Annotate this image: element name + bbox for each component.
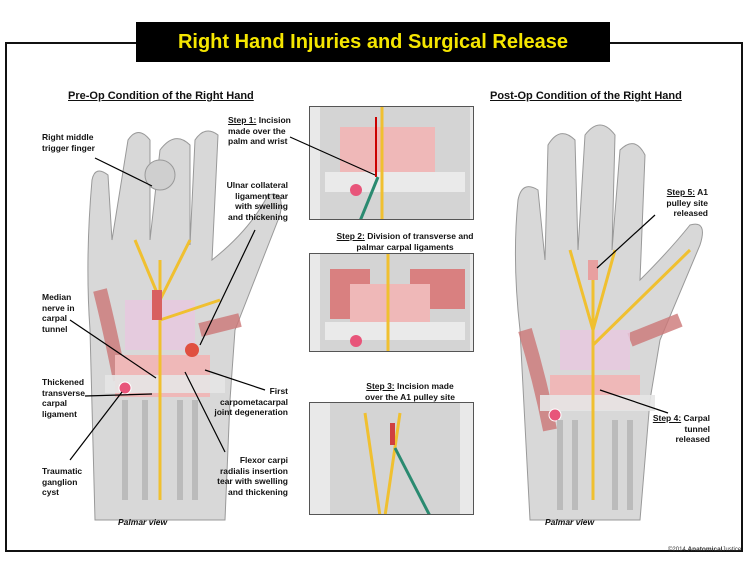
- step3-label: Step 3: Incision made over the A1 pulley…: [360, 381, 460, 402]
- label-fcr: Flexor carpi radialis insertion tear wit…: [217, 455, 288, 497]
- label-transverse-ligament: Thickened transverse carpal ligament: [42, 377, 86, 419]
- pre-op-view-label: Palmar view: [118, 517, 168, 527]
- pre-op-leader-lines: [69, 157, 266, 461]
- step5-text: A1 pulley site released: [666, 187, 708, 218]
- label-first-cmc: First carpometacarpal joint degeneration: [214, 386, 288, 417]
- step5-number: Step 5:: [666, 187, 696, 197]
- step1-label: Step 1: Incision made over the palm and …: [228, 115, 296, 147]
- post-op-view-label: Palmar view: [545, 517, 595, 527]
- label-trigger-finger: Right middle trigger finger: [42, 132, 95, 153]
- step2-inset: [309, 253, 474, 352]
- copyright-suffix: Justice: [722, 547, 742, 553]
- step2-number: Step 2:: [336, 231, 365, 241]
- post-op-heading: Post-Op Condition of the Right Hand: [490, 90, 682, 102]
- pre-op-hand-illustration: [87, 130, 282, 521]
- label-median-nerve: Median nerve in carpal tunnel: [42, 292, 75, 334]
- post-op-leader-lines: [596, 214, 669, 414]
- step2-text: Division of transverse and palmar carpal…: [356, 231, 474, 252]
- step1-inset: [309, 106, 474, 220]
- step3-number: Step 3:: [366, 381, 395, 391]
- step4-number: Step 4:: [652, 413, 682, 423]
- step4-text: Carpal tunnel released: [675, 413, 711, 444]
- step1-text: Incision made over the palm and wrist: [228, 115, 291, 146]
- label-ulnar-collateral: Ulnar collateral ligament tear with swel…: [226, 180, 288, 222]
- step3-text: Incision made over the A1 pulley site: [365, 381, 455, 402]
- copyright-year: ©2014: [668, 547, 686, 553]
- post-op-hand-illustration: [514, 124, 703, 521]
- step4-label: Step 4: Carpal tunnel released: [650, 413, 710, 445]
- copyright-brand: Anatomical: [687, 546, 723, 553]
- label-ganglion-cyst: Traumatic ganglion cyst: [42, 466, 83, 497]
- step3-inset: [309, 402, 474, 515]
- title-banner: Right Hand Injuries and Surgical Release: [136, 22, 610, 62]
- copyright: ©2014 AnatomicalJustice: [668, 546, 741, 553]
- pre-op-heading: Pre-Op Condition of the Right Hand: [68, 90, 254, 102]
- step2-label: Step 2: Division of transverse and palma…: [330, 231, 480, 252]
- step1-number: Step 1:: [228, 115, 257, 125]
- step5-label: Step 5: A1 pulley site released: [650, 187, 708, 219]
